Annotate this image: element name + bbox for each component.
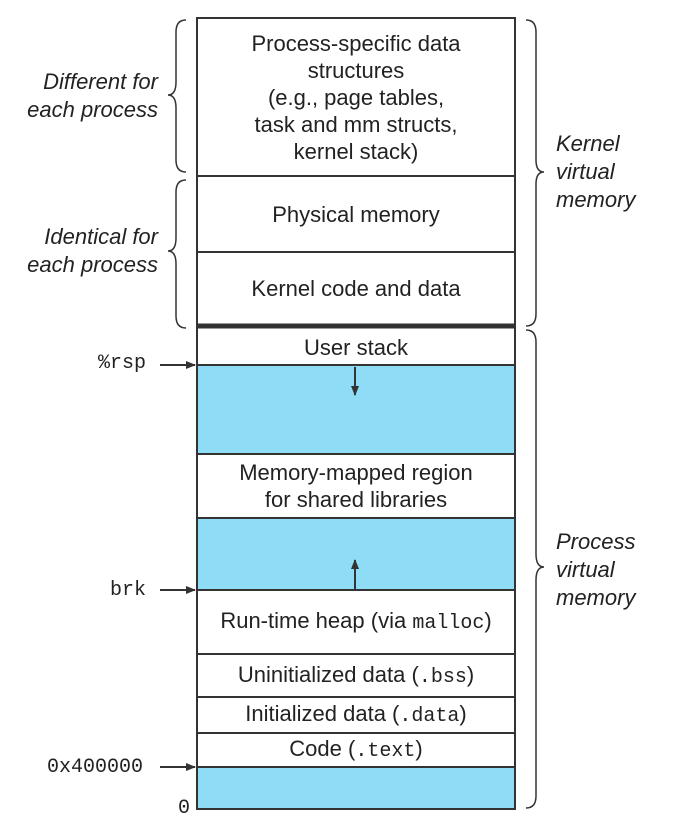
- text-segment: Code (.text): [197, 733, 515, 767]
- process-specific-line-2: structures: [307, 57, 405, 83]
- physical-memory-segment: Physical memory: [197, 176, 515, 252]
- process-specific-line-3: (e.g., page tables,: [267, 84, 445, 110]
- mmap-line-2: for shared libraries: [264, 487, 448, 512]
- mmap-segment: Memory-mapped region for shared librarie…: [197, 454, 515, 518]
- process-specific-line-5: kernel stack): [293, 138, 419, 164]
- memory-box-outline: [196, 17, 516, 810]
- data-segment: Initialized data (.data): [197, 697, 515, 733]
- heap-segment: Run-time heap (via malloc): [197, 590, 515, 654]
- user-stack-label: User stack: [304, 334, 408, 360]
- data-label: Initialized data (.data): [245, 701, 467, 728]
- kernel-virtual-memory-label: Kernel virtual memory: [556, 131, 636, 212]
- process-specific-segment: Process-specific data structures (e.g., …: [197, 18, 515, 176]
- left-brace-different: [167, 19, 187, 173]
- process-virtual-memory-label: Process virtual memory: [556, 529, 636, 610]
- bss-label: Uninitialized data (.bss): [237, 661, 475, 689]
- process-specific-line-1: Process-specific data: [251, 30, 461, 56]
- start-address-label: 0x400000: [47, 756, 144, 779]
- right-brace-kernel: [525, 19, 545, 327]
- identical-for-each-process-label: Identical for each process: [27, 224, 158, 277]
- brk-pointer-label: brk: [110, 579, 147, 602]
- different-for-each-process-label: Different for each process: [27, 69, 158, 122]
- physical-memory-label: Physical memory: [272, 201, 440, 227]
- unmapped-low-region: [197, 767, 515, 809]
- bss-segment: Uninitialized data (.bss): [197, 654, 515, 697]
- right-brace-process: [525, 329, 545, 809]
- zero-address-label: 0: [178, 797, 191, 820]
- kernel-code-label: Kernel code and data: [251, 276, 461, 301]
- rsp-pointer-label: %rsp: [98, 352, 147, 375]
- text-label: Code (.text): [289, 736, 423, 763]
- mmap-line-1: Memory-mapped region: [239, 460, 473, 485]
- user-stack-segment: User stack: [197, 329, 515, 365]
- kernel-code-segment: Kernel code and data: [197, 252, 515, 325]
- left-brace-identical: [167, 179, 187, 329]
- process-specific-line-4: task and mm structs,: [254, 111, 458, 137]
- heap-label: Run-time heap (via malloc): [220, 608, 492, 635]
